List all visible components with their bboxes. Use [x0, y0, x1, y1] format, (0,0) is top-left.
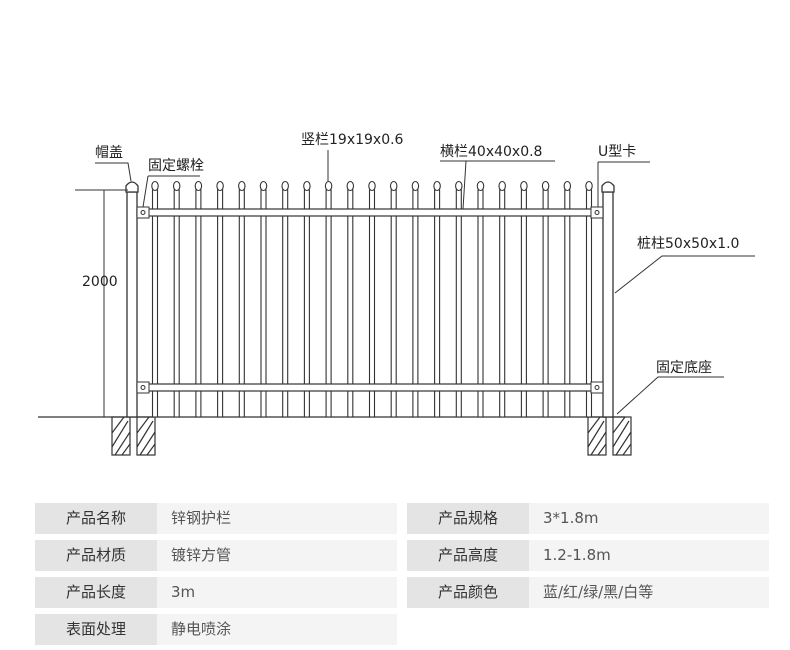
spec-key: 产品规格 [407, 503, 529, 534]
picket [238, 189, 245, 418]
spec-key: 产品材质 [35, 540, 157, 571]
picket [260, 189, 267, 418]
cap-leader [95, 162, 132, 182]
right-post [601, 181, 615, 418]
picket-finial [259, 180, 268, 192]
picket [282, 189, 289, 418]
bolt-label: 固定螺栓 [148, 158, 204, 174]
picket [412, 189, 419, 418]
picket-finial [563, 180, 572, 192]
picket-finial [194, 180, 203, 192]
spec-value: 3m [157, 577, 397, 608]
picket-finial [238, 180, 246, 192]
picket-finial [216, 180, 224, 192]
spec-row: 产品材质 镀锌方管 [35, 540, 397, 571]
picket [499, 189, 506, 418]
picket [217, 189, 224, 418]
top-rail [136, 208, 604, 217]
spec-value: 1.2-1.8m [529, 540, 769, 571]
vertical-pickets [151, 180, 593, 418]
picket [542, 189, 549, 418]
spec-row: 表面处理 静电喷涂 [35, 614, 397, 645]
picket [151, 189, 159, 418]
height-label: 2000 [82, 274, 118, 290]
picket [173, 189, 180, 418]
picket-finial [433, 180, 441, 192]
picket-finial [368, 180, 376, 192]
spec-row: 产品规格 3*1.8m [407, 503, 769, 534]
horizontal-bar-label: 横栏40x40x0.8 [440, 144, 542, 160]
picket [195, 189, 202, 418]
horizontal-bar-leader-drop [462, 160, 467, 210]
picket [347, 189, 354, 418]
picket [434, 189, 441, 418]
spec-key: 产品名称 [35, 503, 157, 534]
spec-value: 镀锌方管 [157, 540, 397, 571]
spec-key: 产品颜色 [407, 577, 529, 608]
spec-row: 产品名称 锌钢护栏 [35, 503, 397, 534]
picket-finial [585, 180, 593, 192]
post-leader [614, 255, 755, 294]
vertical-bar-label: 竖栏19x19x0.6 [301, 132, 404, 148]
picket-finial [151, 180, 159, 192]
left-foundation [111, 416, 156, 456]
left-post [125, 181, 139, 418]
u-clip-label: U型卡 [598, 144, 636, 160]
spec-value: 锌钢护栏 [157, 503, 397, 534]
picket-finial [346, 180, 355, 192]
picket [455, 189, 462, 418]
picket-finial [324, 180, 333, 192]
picket-finial [498, 180, 506, 192]
picket-finial [476, 180, 485, 192]
bolt-marks [136, 206, 604, 394]
cap-label: 帽盖 [95, 145, 123, 161]
picket [390, 189, 397, 418]
picket-finial [389, 180, 398, 192]
picket-finial [520, 180, 528, 192]
height-dimension [75, 189, 128, 417]
picket-finial [455, 180, 463, 192]
spec-row: 产品长度 3m [35, 577, 397, 608]
picket-finial [303, 180, 311, 192]
spec-row: 产品颜色 蓝/红/绿/黑/白等 [407, 577, 769, 608]
picket-finial [281, 180, 289, 192]
fence-diagram: 帽盖 固定螺栓 竖栏19x19x0.6 横栏40x40x0.8 U型卡 桩柱50… [38, 132, 755, 456]
right-foundation [587, 416, 632, 456]
picket-finial [172, 180, 181, 192]
bolt-leader-drop [142, 175, 149, 208]
picket [368, 189, 376, 418]
post-label: 桩柱50x50x1.0 [637, 235, 739, 252]
spec-key: 表面处理 [35, 614, 157, 645]
spec-key: 产品高度 [407, 540, 529, 571]
picket-finial [411, 180, 420, 192]
picket [325, 189, 332, 418]
picket [564, 189, 571, 418]
picket [303, 189, 310, 418]
spec-value: 蓝/红/绿/黑/白等 [529, 577, 769, 608]
bottom-rail [136, 383, 604, 392]
picket [477, 189, 484, 418]
spec-row: 产品高度 1.2-1.8m [407, 540, 769, 571]
spec-value: 静电喷涂 [157, 614, 397, 645]
spec-key: 产品长度 [35, 577, 157, 608]
base-label: 固定底座 [656, 360, 712, 376]
leader-lines [95, 150, 755, 415]
picket [520, 189, 527, 418]
picket-finial [541, 180, 550, 192]
spec-value: 3*1.8m [529, 503, 769, 534]
spec-table: 产品名称 锌钢护栏 产品材质 镀锌方管 产品长度 3m 表面处理 静电喷涂 产品… [35, 503, 769, 645]
base-leader [616, 376, 724, 415]
